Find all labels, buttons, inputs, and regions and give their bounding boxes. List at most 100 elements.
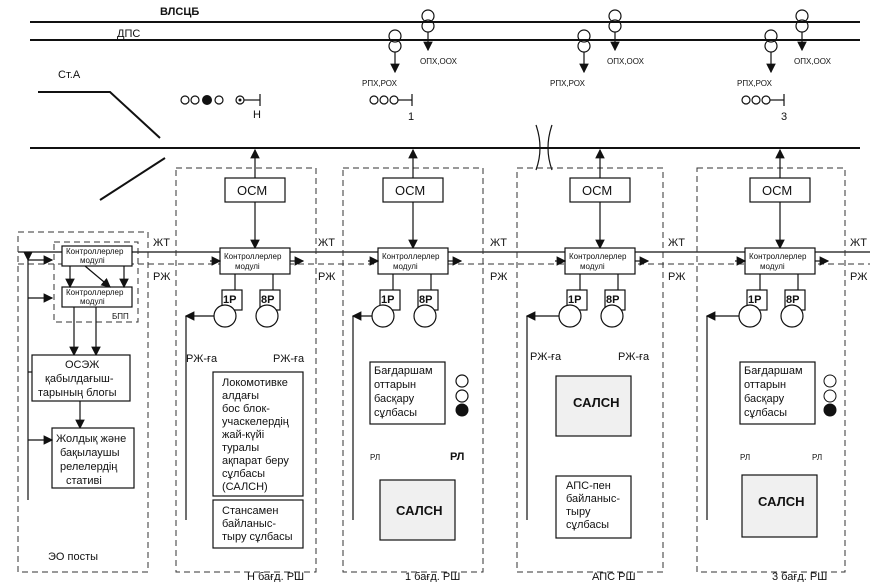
relay-8-coil — [255, 304, 279, 328]
p3-signal-line-1: оттарын — [744, 379, 786, 391]
rj-label-5: РЖ — [850, 271, 867, 283]
h-loco-line-3: учаскелердің — [222, 416, 289, 428]
p3-lamp-2 — [823, 403, 837, 417]
aps-link-line-0: АПС-пен — [566, 480, 611, 492]
eo-post-title: ЭО посты — [48, 551, 98, 563]
h-loco-line-4: жай-күйі — [222, 429, 264, 441]
p1-signal-control-block — [369, 361, 446, 425]
transformer-oph-2 — [608, 9, 622, 52]
controller-line1: Контроллерлер — [224, 252, 282, 261]
transformer-rph-3 — [764, 29, 778, 74]
signal-h-label: Н — [253, 109, 261, 121]
jt-label-1: ЖТ — [153, 237, 170, 249]
rph-label-3: РПХ,РОХ — [737, 79, 773, 88]
aps-rjga-left: РЖ-ға — [530, 351, 562, 363]
stand-line4: стативі — [66, 475, 102, 487]
h-rjga-right: РЖ-ға — [273, 353, 305, 365]
h-station-line-0: Стансамен — [222, 505, 278, 517]
h-loco-line-8: (САЛСН) — [222, 481, 268, 493]
signal-3-label: 3 — [781, 111, 787, 123]
h-loco-line-2: бос блок- — [222, 403, 270, 415]
h-station-line-2: тыру сұлбасы — [222, 531, 293, 543]
p1-lamp-0 — [455, 374, 469, 388]
relay-1-label: 1Р — [223, 294, 236, 306]
controller-line2: модулі — [393, 262, 418, 271]
p3-rl-right: РЛ — [812, 453, 822, 462]
transformer-rph-2 — [577, 29, 591, 74]
insulated-joint-left — [535, 124, 541, 171]
osm-label: ОСМ — [237, 183, 267, 198]
aps-link-line-2: тыру — [566, 506, 591, 518]
p3-salsn-label: САЛСН — [758, 494, 805, 509]
osm-label: ОСМ — [762, 183, 792, 198]
bpp-label: БПП — [112, 312, 129, 321]
relay-1-coil — [558, 304, 582, 328]
osej-line1: ОСЭЖ — [65, 359, 99, 371]
p3-lamp-1 — [823, 389, 837, 403]
osej-block — [31, 354, 131, 402]
relay-1-coil — [371, 304, 395, 328]
insulated-joint-right — [547, 124, 553, 171]
jt-label-3: ЖТ — [490, 237, 507, 249]
oph-label-3: ОПХ,ООХ — [794, 57, 832, 66]
h-loco-line-5: туралы — [222, 442, 259, 454]
p1-lamp-2 — [455, 403, 469, 417]
p1-salsn-label: САЛСН — [396, 503, 443, 518]
jt-label-2: ЖТ — [318, 237, 335, 249]
stand-line2: бақылаушы — [60, 447, 120, 459]
relay-1-label: 1Р — [748, 294, 761, 306]
h-salsn-info-block — [212, 371, 304, 497]
relay-1-coil — [213, 304, 237, 328]
p3-salsn-block — [741, 474, 818, 538]
relay-8-label: 8Р — [419, 294, 432, 306]
h-loco-line-1: алдағы — [222, 390, 259, 402]
eo-controller-2-line1: Контроллерлер — [66, 288, 124, 297]
p1-lamp-1 — [455, 389, 469, 403]
aps-link-line-3: сұлбасы — [566, 519, 609, 531]
rj-label-1: РЖ — [153, 271, 170, 283]
dps-label: ДПС — [117, 28, 140, 40]
controller-line2: модулі — [580, 262, 605, 271]
osm-box — [569, 177, 631, 203]
relay-8-coil — [413, 304, 437, 328]
relay-8-label: 8Р — [261, 294, 274, 306]
h-loco-line-0: Локомотивке — [222, 377, 288, 389]
controller-line1: Контроллерлер — [569, 252, 627, 261]
h-rjga-left: РЖ-ға — [186, 353, 218, 365]
rj-label-4: РЖ — [668, 271, 685, 283]
stand-line3: релелердің — [60, 461, 117, 473]
relay-8-coil — [780, 304, 804, 328]
post-title: АПС РШ — [592, 571, 636, 582]
oph-label-2: ОПХ,ООХ — [607, 57, 645, 66]
post-title: Н бағд. РШ — [247, 571, 304, 582]
p1-signal-line-1: оттарын — [374, 379, 416, 391]
signal-1 — [369, 94, 413, 106]
relay-1-coil — [738, 304, 762, 328]
station-track-upper — [38, 91, 161, 139]
post-title: 3 бағд. РШ — [772, 571, 827, 582]
aps-salsn-block — [555, 375, 632, 437]
h-loco-line-7: сұлбасы — [222, 468, 265, 480]
p3-signal-line-3: сұлбасы — [744, 407, 787, 419]
relay-8-label: 8Р — [606, 294, 619, 306]
osm-box — [224, 177, 286, 203]
osm-label: ОСМ — [395, 183, 425, 198]
h-loco-line-6: ақпарат беру — [222, 455, 289, 467]
osm-box — [749, 177, 811, 203]
relay-1-label: 1Р — [568, 294, 581, 306]
transformer-oph-3 — [795, 9, 809, 52]
osm-label: ОСМ — [582, 183, 612, 198]
p1-rl-left: РЛ — [370, 453, 380, 462]
p3-lamp-0 — [823, 374, 837, 388]
signal-3 — [741, 94, 785, 106]
rj-label-3: РЖ — [490, 271, 507, 283]
rj-label-2: РЖ — [318, 271, 335, 283]
jt-label-4: ЖТ — [668, 237, 685, 249]
aps-rjga-right: РЖ-ға — [618, 351, 650, 363]
relay-1-label: 1Р — [381, 294, 394, 306]
p3-signal-line-0: Бағдаршам — [744, 365, 803, 377]
post-frame — [516, 167, 664, 573]
